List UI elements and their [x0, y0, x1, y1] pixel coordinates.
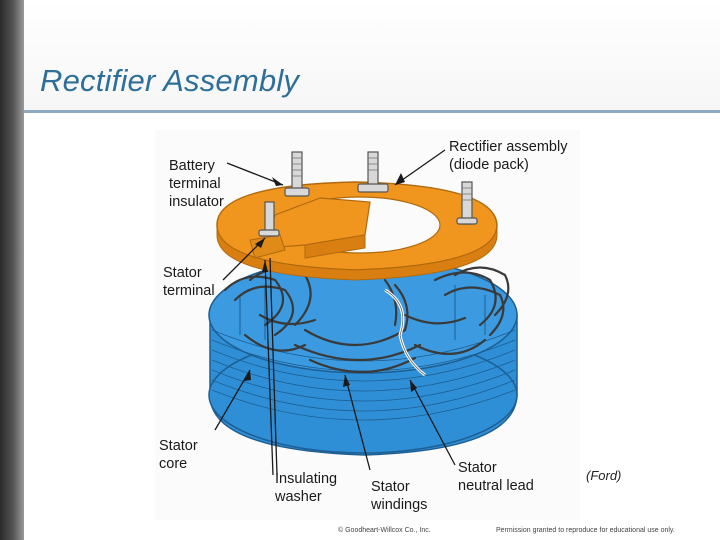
label-stator-windings: Stator windings — [370, 479, 427, 513]
slide-title: Rectifier Assembly — [40, 63, 300, 98]
footer-permission: Permission granted to reproduce for educ… — [496, 527, 675, 534]
leader-lines — [214, 149, 456, 476]
rectifier-assembly-diagram: Battery terminal insulator Rectifier ass… — [155, 130, 580, 520]
label-stator-core: Stator core — [159, 438, 202, 472]
title-band — [24, 0, 720, 112]
label-stator-terminal: Stator terminal — [163, 265, 215, 299]
label-battery-terminal-insulator: Battery terminal insulator — [169, 158, 225, 210]
rectifier-assembly-ring — [216, 181, 498, 281]
diagram-svg: Battery terminal insulator Rectifier ass… — [155, 130, 580, 520]
left-accent-bar — [0, 0, 24, 540]
footer-copyright: © Goodheart-Willcox Co., Inc. — [338, 527, 431, 534]
title-rule — [24, 110, 720, 113]
label-stator-neutral-lead: Stator neutral lead — [458, 460, 534, 494]
image-credit: (Ford) — [586, 468, 622, 483]
terminal-studs — [258, 151, 478, 237]
leader-arrowheads — [244, 173, 417, 392]
label-insulating-washer: Insulating washer — [274, 471, 341, 505]
label-rectifier-assembly: Rectifier assembly (diode pack) — [449, 139, 571, 173]
